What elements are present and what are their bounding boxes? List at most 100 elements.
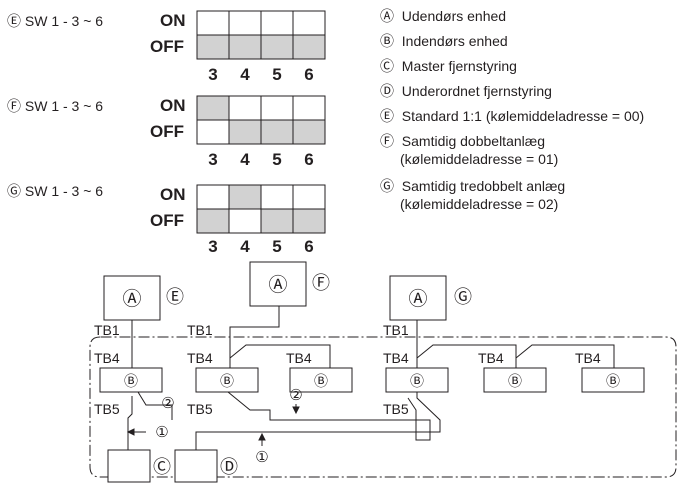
off-label: OFF	[150, 37, 184, 56]
wire-g-tb4-2	[515, 344, 615, 368]
switch-number: 6	[304, 150, 314, 169]
legend-item: Ⓔ Standard 1:1 (kølemiddeladresse = 00)	[380, 106, 644, 126]
tb1-label: TB1	[94, 322, 120, 338]
arrows	[126, 404, 300, 446]
tb4-label: TB4	[478, 350, 504, 366]
marker-outdoor: Ⓐ	[408, 288, 427, 310]
legend-text: Master fjernstyring	[401, 58, 517, 74]
marker-master-remote: Ⓒ	[153, 457, 171, 478]
switch-number: 5	[272, 150, 282, 169]
legend-marker: Ⓔ	[380, 108, 394, 124]
legend-item: Ⓐ Udendørs enhed	[380, 6, 506, 26]
wire-e-remote	[127, 396, 133, 450]
on-label: ON	[160, 11, 186, 30]
legend-text-cont: (kølemiddeladresse = 02)	[400, 196, 559, 212]
switch-4-off-cell	[228, 119, 262, 145]
switch-5-on-cell	[260, 184, 294, 210]
box-markers: Ⓐ Ⓐ Ⓐ Ⓔ Ⓕ Ⓖ Ⓑ Ⓑ Ⓑ Ⓑ Ⓑ Ⓑ Ⓒ Ⓓ ② ② ① ①	[122, 273, 620, 478]
switch-number: 6	[304, 65, 314, 84]
switch-5-on-cell	[260, 95, 294, 121]
switch-5-on-cell	[260, 10, 294, 36]
switch-3-off-cell	[196, 208, 230, 234]
marker-indoor: Ⓑ	[508, 374, 522, 390]
switch-5-off-cell	[260, 34, 294, 60]
legend-item: Ⓖ Samtidig tredobbelt anlæg	[380, 176, 565, 196]
wire-number-2: ②	[161, 394, 174, 412]
legend-text: Underordnet fjernstyring	[401, 83, 552, 99]
marker-indoor: Ⓑ	[314, 374, 328, 390]
switch-3-on-cell	[196, 95, 230, 121]
legend-item: Ⓓ Underordnet fjernstyring	[380, 81, 552, 101]
switch-4-off-cell	[228, 34, 262, 60]
terminal-labels: TB1 TB1 TB1 TB4 TB4 TB4 TB4 TB4 TB4 TB5 …	[94, 322, 601, 417]
indoor-unit	[385, 367, 449, 393]
legend-marker: Ⓒ	[380, 58, 394, 74]
indoor-unit	[195, 367, 259, 393]
switch-number: 6	[304, 237, 314, 256]
sub-remote	[174, 449, 218, 483]
off-label: OFF	[150, 211, 184, 230]
switch-number: 3	[208, 237, 218, 256]
switch-6-off-cell	[292, 34, 326, 60]
legend-marker: Ⓖ	[380, 178, 394, 194]
switch-grids	[196, 10, 326, 234]
switch-5-off-cell	[260, 119, 294, 145]
switch-4-on-cell	[228, 95, 262, 121]
on-label: ON	[160, 96, 186, 115]
legend-item: Ⓕ Samtidig dobbeltanlæg	[380, 131, 545, 151]
legend-text: Samtidig dobbeltanlæg	[401, 133, 545, 149]
tb4-label: TB4	[575, 350, 601, 366]
wire-number-2: ②	[289, 386, 302, 404]
tb1-label: TB1	[187, 322, 213, 338]
switch-number: 3	[208, 150, 218, 169]
switch-label: SW 1 - 3 ~ 6	[24, 13, 104, 29]
boxes	[99, 261, 645, 483]
tb5-label: TB5	[94, 401, 120, 417]
wire-f-outdoor	[229, 306, 280, 368]
tb5-label: TB5	[383, 401, 409, 417]
outdoor-unit-g	[389, 275, 447, 321]
indoor-area-boundary	[89, 336, 677, 478]
switch-number: 5	[272, 237, 282, 256]
switch-6-off-cell	[292, 208, 326, 234]
legend-text: Indendørs enhed	[401, 33, 508, 49]
switch-number: 5	[272, 65, 282, 84]
tb5-label: TB5	[187, 401, 213, 417]
marker-indoor: Ⓑ	[124, 374, 138, 390]
wires	[127, 306, 615, 450]
switch-label: SW 1 - 3 ~ 6	[24, 183, 104, 199]
wire-e-remote-2	[137, 391, 173, 420]
tb4-label: TB4	[187, 350, 213, 366]
switch-3-on-cell	[196, 184, 230, 210]
marker-indoor: Ⓑ	[220, 374, 234, 390]
indoor-unit	[289, 367, 353, 393]
marker-g: Ⓖ	[7, 183, 21, 199]
marker-f: Ⓕ	[7, 98, 21, 114]
outdoor-unit-e	[103, 275, 161, 321]
legend-item: Ⓒ Master fjernstyring	[380, 56, 517, 76]
switch-5-off-cell	[260, 208, 294, 234]
legend-text: Standard 1:1 (kølemiddeladresse = 00)	[401, 108, 645, 124]
switch-3-off-cell	[196, 119, 230, 145]
tb4-label: TB4	[383, 350, 409, 366]
wire-g-tb4-1	[416, 344, 517, 368]
marker-system-g: Ⓖ	[454, 287, 472, 308]
switch-4-off-cell	[228, 208, 262, 234]
switch-number: 4	[240, 237, 250, 256]
wire-number-1: ①	[255, 448, 268, 466]
switch-6-on-cell	[292, 184, 326, 210]
marker-e: Ⓔ	[7, 13, 21, 29]
outdoor-unit-f	[249, 261, 307, 307]
switch-4-on-cell	[228, 184, 262, 210]
legend-marker: Ⓑ	[380, 33, 394, 49]
switch-6-off-cell	[292, 119, 326, 145]
legend-item: Ⓑ Indendørs enhed	[380, 31, 508, 51]
tb4-label: TB4	[286, 350, 312, 366]
wire-f-tb4	[229, 344, 331, 368]
indoor-unit	[483, 367, 547, 393]
switch-number: 4	[240, 65, 250, 84]
marker-system-e: Ⓔ	[166, 287, 184, 308]
indoor-unit	[99, 367, 163, 393]
switch-6-on-cell	[292, 10, 326, 36]
